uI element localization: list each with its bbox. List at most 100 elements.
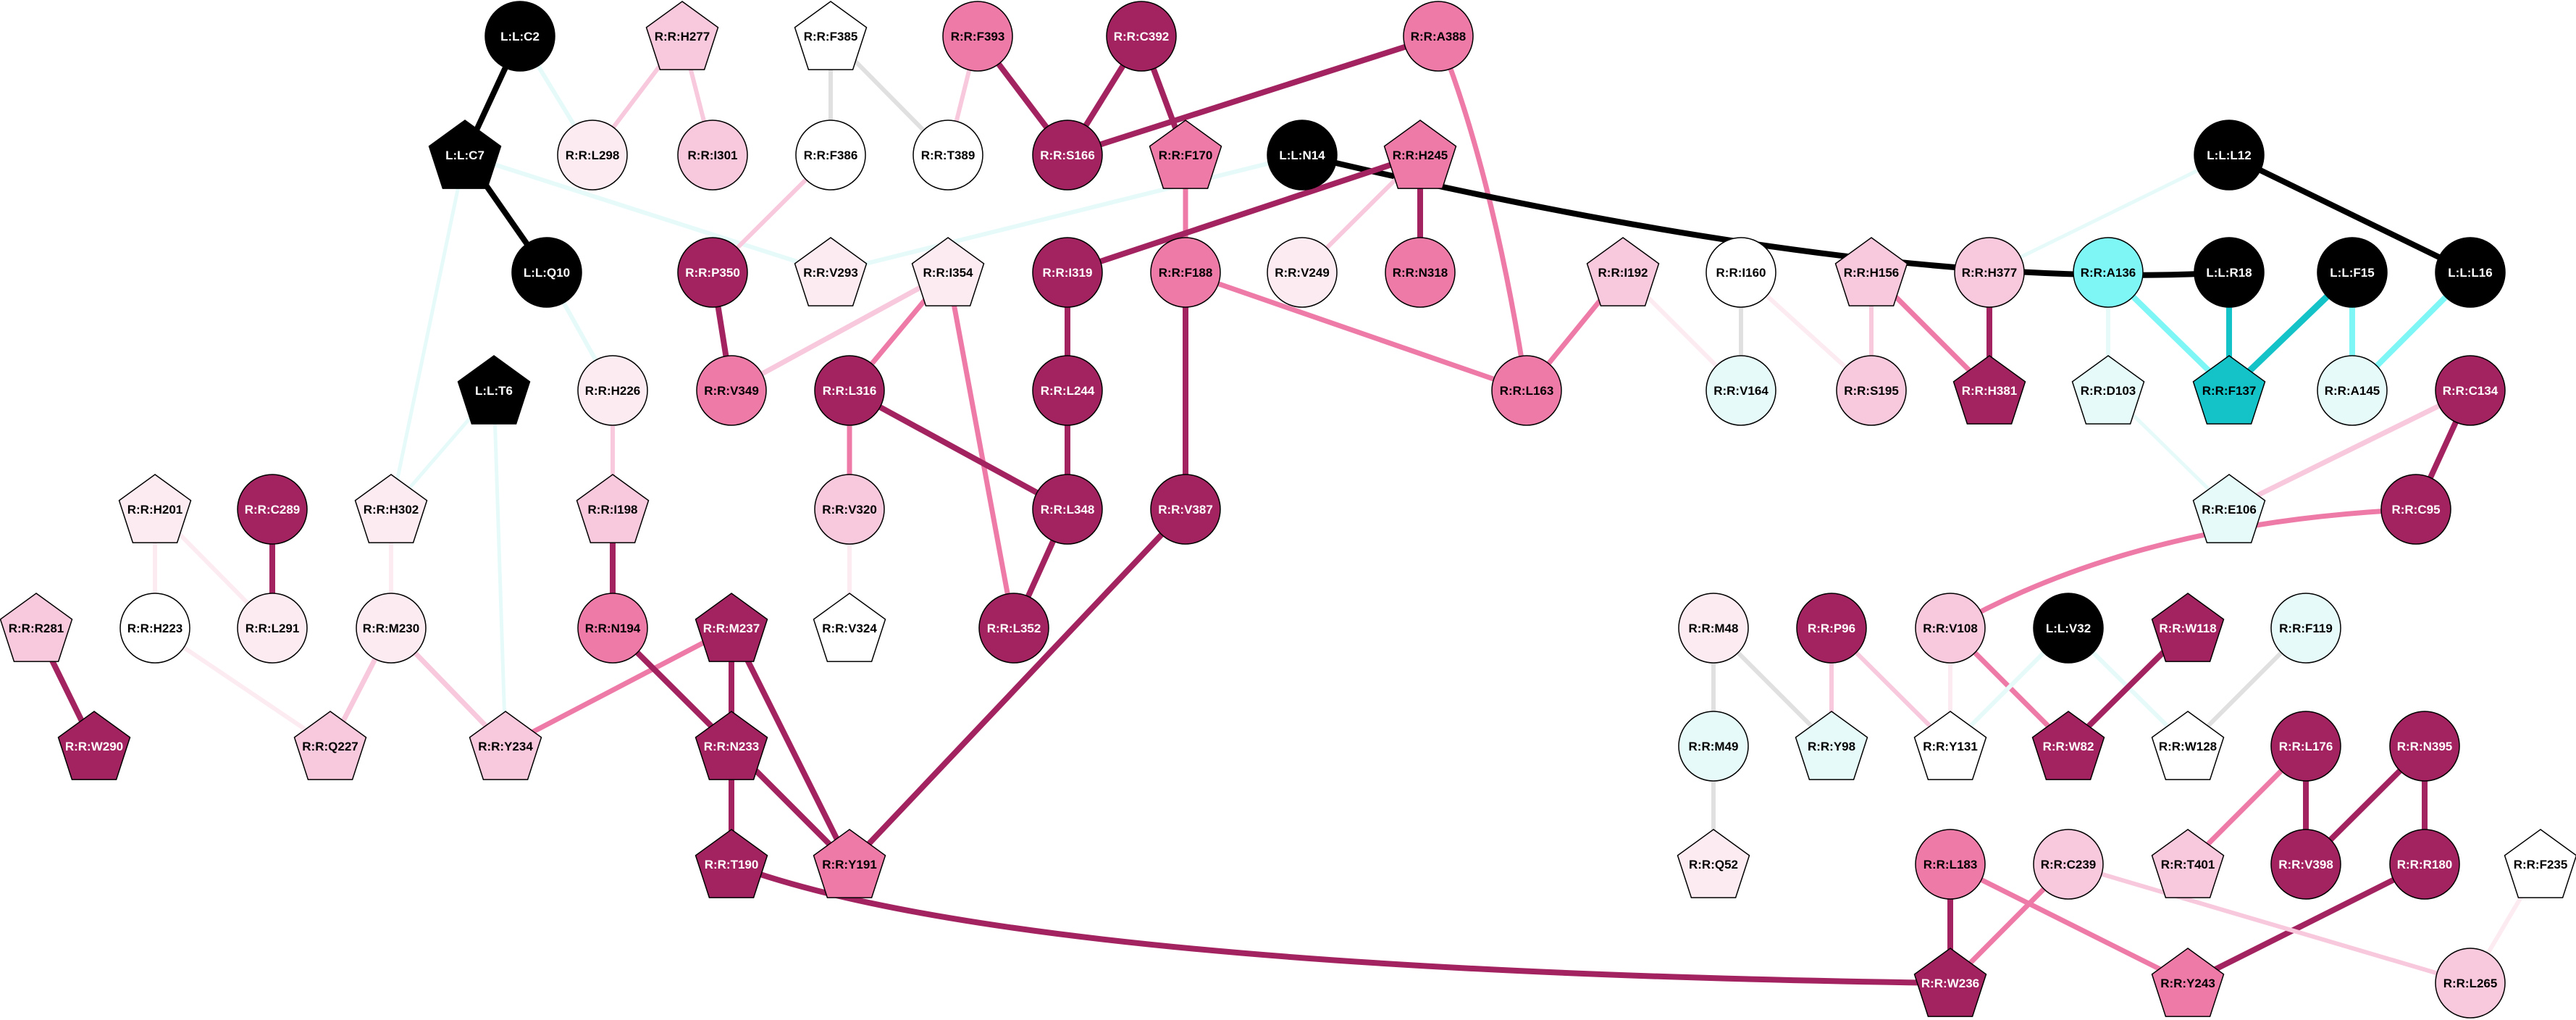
node-label: R:R:T389 [921, 149, 976, 162]
circle-node-shape [1150, 474, 1221, 545]
node-r-r-a388: R:R:A388 [1403, 1, 1474, 72]
node-r-r-v249: R:R:V249 [1267, 237, 1338, 308]
node-r-r-i198: R:R:I198 [576, 474, 650, 543]
pentagon-node-shape [1913, 711, 1987, 780]
circle-node-shape [119, 593, 190, 664]
node-label: R:R:F119 [2279, 622, 2333, 635]
circle-node-shape [1678, 593, 1749, 664]
node-label: R:R:C134 [2443, 384, 2499, 398]
edge-r-r-i354-r-r-l352 [945, 269, 1017, 631]
circle-node-shape [1267, 237, 1338, 308]
node-label: R:R:I354 [923, 266, 974, 280]
node-r-r-c289: R:R:C289 [237, 474, 308, 545]
circle-node-shape [814, 474, 885, 545]
node-label: R:R:Y191 [822, 858, 877, 871]
pentagon-node-shape [813, 829, 886, 898]
node-r-r-t389: R:R:T389 [912, 120, 983, 191]
node-label: R:R:A136 [2081, 266, 2136, 280]
circle-node-shape [2317, 237, 2388, 308]
node-r-r-p350: R:R:P350 [677, 237, 748, 308]
node-r-r-l298: R:R:L298 [557, 120, 628, 191]
node-label: R:R:H277 [655, 30, 710, 43]
node-l-l-r18: L:L:R18 [2194, 237, 2265, 308]
node-label: R:R:V387 [1158, 503, 1213, 517]
node-r-r-c392: R:R:C392 [1106, 1, 1177, 72]
node-label: L:L:Q10 [524, 266, 570, 280]
node-label: R:R:H377 [1962, 266, 2018, 280]
node-label: R:R:W118 [2159, 622, 2216, 635]
edge-r-r-t190-r-r-w236 [729, 861, 1953, 986]
node-label: R:R:L316 [823, 384, 877, 398]
node-r-r-c239: R:R:C239 [2033, 829, 2104, 900]
node-label: R:R:T401 [2161, 858, 2215, 871]
node-r-r-m48: R:R:M48 [1678, 593, 1749, 664]
pentagon-node-shape [1913, 948, 1987, 1017]
node-r-r-w82: R:R:W82 [2031, 711, 2105, 780]
node-r-r-w236: R:R:W236 [1913, 948, 1987, 1017]
circle-node-shape [2389, 829, 2460, 900]
node-r-r-v108: R:R:V108 [1915, 593, 1986, 664]
edge-r-r-c134-r-r-e106 [2226, 388, 2473, 512]
node-r-r-a145: R:R:A145 [2317, 355, 2388, 426]
node-label: R:R:L352 [987, 622, 1041, 635]
node-r-r-w118: R:R:W118 [2151, 593, 2225, 662]
node-r-r-n318: R:R:N318 [1385, 237, 1456, 308]
node-label: R:R:N395 [2397, 740, 2453, 753]
node-label: R:R:H201 [127, 503, 183, 517]
node-r-r-h377: R:R:H377 [1954, 237, 2025, 308]
circle-node-shape [1836, 355, 1907, 426]
circle-node-shape [795, 120, 866, 191]
node-r-r-l265: R:R:L265 [2435, 948, 2506, 1019]
pentagon-node-shape [2071, 355, 2145, 425]
circle-node-shape [356, 593, 427, 664]
circle-node-shape [1032, 237, 1103, 308]
node-label: R:R:H381 [1962, 384, 2018, 398]
pentagon-node-shape [645, 1, 719, 70]
node-label: R:R:F235 [2514, 858, 2568, 871]
circle-node-shape [1385, 237, 1456, 308]
node-r-r-n194: R:R:N194 [577, 593, 648, 664]
node-r-r-y191: R:R:Y191 [813, 829, 886, 898]
node-r-r-v387: R:R:V387 [1150, 474, 1221, 545]
node-label: R:R:F385 [804, 30, 858, 43]
node-r-r-i192: R:R:I192 [1586, 237, 1660, 306]
edge-r-r-v387-r-r-y191 [847, 506, 1188, 867]
node-r-r-f386: R:R:F386 [795, 120, 866, 191]
pentagon-node-shape [2031, 711, 2105, 780]
edge-l-l-c7-r-r-h302 [389, 153, 467, 511]
node-r-r-v324: R:R:V324 [813, 593, 886, 662]
node-r-r-f137: R:R:F137 [2192, 355, 2266, 425]
pentagon-node-shape [2504, 829, 2576, 898]
node-label: R:R:P96 [1808, 622, 1855, 635]
circle-node-shape [1106, 1, 1177, 72]
node-r-r-v349: R:R:V349 [696, 355, 767, 426]
node-label: L:L:C2 [500, 30, 540, 43]
circle-node-shape [2317, 355, 2388, 426]
node-r-r-h156: R:R:H156 [1834, 237, 1908, 306]
circle-node-shape [677, 120, 748, 191]
circle-node-shape [2033, 593, 2104, 664]
circle-node-shape [1954, 237, 2025, 308]
node-label: R:R:V108 [1923, 622, 1978, 635]
node-label: R:R:L291 [246, 622, 300, 635]
node-l-l-q10: L:L:Q10 [511, 237, 582, 308]
node-label: R:R:Y234 [478, 740, 533, 753]
edge-l-l-l12-r-r-h377 [1987, 153, 2231, 275]
pentagon-node-shape [1952, 355, 2026, 425]
node-label: R:R:P350 [685, 266, 740, 280]
node-label: L:L:R18 [2206, 266, 2252, 280]
node-label: R:R:L183 [1923, 858, 1978, 871]
node-label: R:R:F386 [804, 149, 858, 162]
node-label: R:R:M48 [1689, 622, 1739, 635]
node-label: L:L:L12 [2207, 149, 2251, 162]
edge-l-l-n14-r-r-v293 [828, 153, 1304, 275]
circle-node-shape [2194, 237, 2265, 308]
pentagon-node-shape [1795, 711, 1868, 780]
node-label: R:R:L176 [2279, 740, 2333, 753]
node-r-r-s166: R:R:S166 [1032, 120, 1103, 191]
node-label: R:R:A388 [1411, 30, 1467, 43]
node-label: R:R:M230 [363, 622, 419, 635]
node-r-r-t401: R:R:T401 [2151, 829, 2225, 898]
node-label: R:R:N318 [1393, 266, 1448, 280]
